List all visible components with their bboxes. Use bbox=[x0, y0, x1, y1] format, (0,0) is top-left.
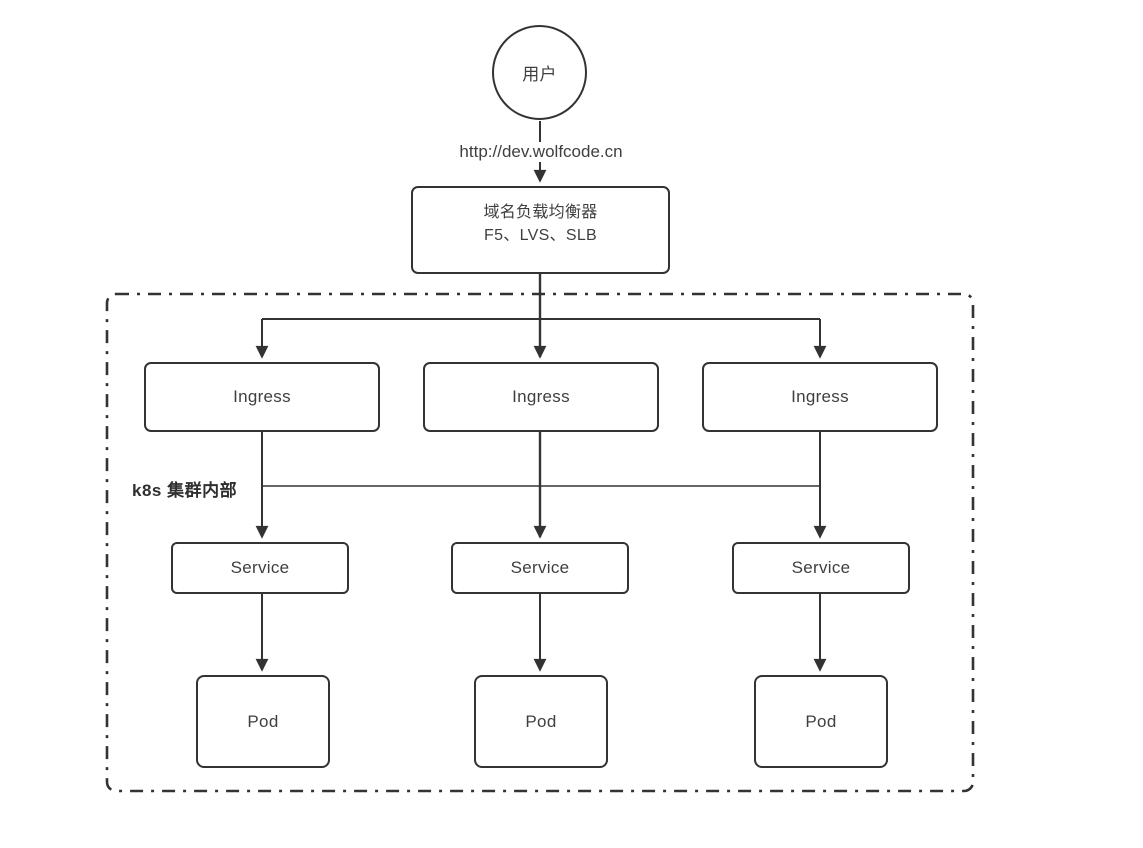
pod-label: Pod bbox=[805, 711, 837, 731]
load-balancer-node: 域名负载均衡器 F5、LVS、SLB bbox=[411, 186, 670, 274]
request-url-label: http://dev.wolfcode.cn bbox=[454, 142, 628, 162]
service-node: Service bbox=[171, 542, 349, 594]
service-node: Service bbox=[732, 542, 910, 594]
ingress-label: Ingress bbox=[512, 387, 570, 406]
ingress-label: Ingress bbox=[233, 387, 291, 406]
load-balancer-products: F5、LVS、SLB bbox=[484, 227, 597, 244]
user-node: 用户 bbox=[492, 25, 587, 120]
ingress-node: Ingress bbox=[423, 362, 659, 432]
pod-node: Pod bbox=[196, 675, 330, 768]
pod-label: Pod bbox=[247, 711, 279, 731]
user-label: 用户 bbox=[522, 65, 557, 84]
cluster-label: k8s 集群内部 bbox=[132, 481, 238, 500]
ingress-label: Ingress bbox=[791, 387, 849, 406]
ingress-node: Ingress bbox=[144, 362, 380, 432]
pod-node: Pod bbox=[754, 675, 888, 768]
service-label: Service bbox=[791, 558, 851, 577]
service-label: Service bbox=[230, 558, 290, 577]
pod-node: Pod bbox=[474, 675, 608, 768]
service-node: Service bbox=[451, 542, 629, 594]
ingress-node: Ingress bbox=[702, 362, 938, 432]
load-balancer-title: 域名负载均衡器 bbox=[483, 204, 598, 221]
pod-label: Pod bbox=[525, 711, 557, 731]
service-label: Service bbox=[510, 558, 570, 577]
